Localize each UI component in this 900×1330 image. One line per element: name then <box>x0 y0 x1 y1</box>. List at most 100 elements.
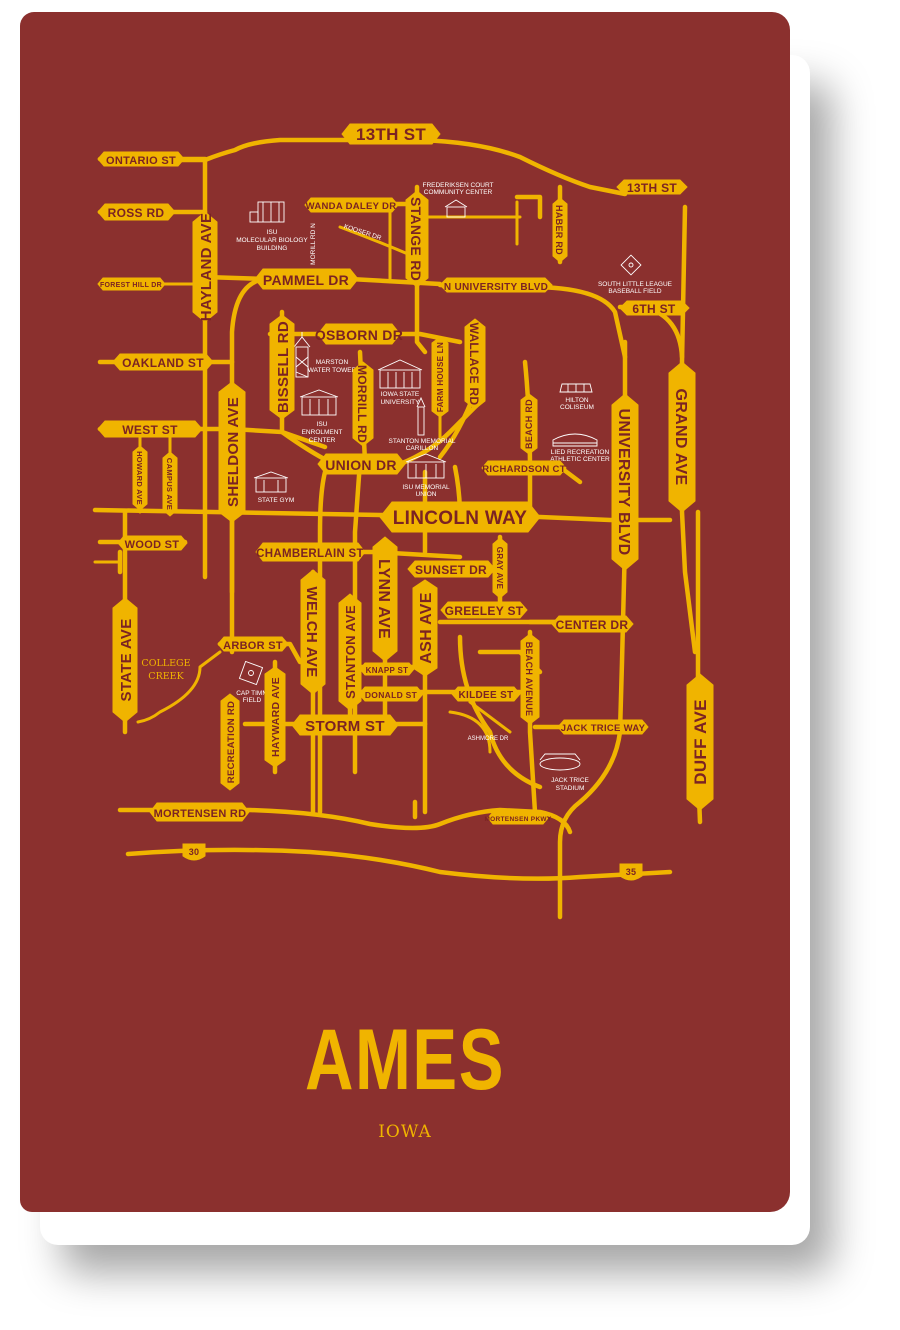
svg-text:MORTENSEN PKWY: MORTENSEN PKWY <box>484 816 551 823</box>
sign-hayland-ave: HAYLAND AVE <box>192 211 218 323</box>
cap-timm-field-icon <box>238 660 264 686</box>
sign-gray-ave: GRAY AVE <box>492 537 508 599</box>
carillon-icon <box>416 396 426 436</box>
street-signs: 13TH ST 13TH ST ONTARIO ST ROSS RD FORES… <box>97 123 714 881</box>
sign-recreation-rd: RECREATION RD <box>220 693 240 791</box>
sign-kildee-st: KILDEE ST <box>451 686 521 702</box>
svg-text:HAYWARD AVE: HAYWARD AVE <box>270 677 282 757</box>
sign-wood-st: WOOD ST <box>117 535 188 551</box>
highway-shield-35: 35 <box>619 863 643 881</box>
svg-text:WEST ST: WEST ST <box>122 423 178 437</box>
sign-hayward-ave: HAYWARD AVE <box>264 666 286 768</box>
carillon-label-2: CARILLON <box>406 445 439 452</box>
lied-recreation-icon <box>552 433 598 447</box>
city-title: AMES <box>304 1012 506 1108</box>
sign-grand-ave: GRAND AVE <box>668 361 696 513</box>
sign-center-dr: CENTER DR <box>551 615 634 633</box>
svg-text:HAYLAND AVE: HAYLAND AVE <box>198 213 215 322</box>
sign-union-dr: UNION DR <box>317 453 406 475</box>
svg-text:MORRILL RD: MORRILL RD <box>355 365 369 443</box>
svg-text:CAMPUS AVE: CAMPUS AVE <box>165 458 174 510</box>
sign-richardson-ct: RICHARDSON CT <box>481 460 567 476</box>
lied-label-1: LIED RECREATION <box>551 449 610 456</box>
frederiksen-court-icon <box>444 199 468 218</box>
sign-bissell-rd: BISSELL RD <box>269 314 295 420</box>
sign-sunset-dr: SUNSET DR <box>407 560 496 578</box>
molecular-label-3: BUILDING <box>257 245 288 252</box>
svg-text:WANDA DALEY DR: WANDA DALEY DR <box>306 201 397 212</box>
svg-text:GRAY AVE: GRAY AVE <box>495 547 504 590</box>
state-gym-label: STATE GYM <box>258 497 295 504</box>
isu-label-2: UNIVERSITY <box>380 399 420 406</box>
svg-text:CHAMBERLAIN ST: CHAMBERLAIN ST <box>256 548 364 560</box>
svg-text:GREELEY ST: GREELEY ST <box>445 604 524 618</box>
sign-lynn-ave: LYNN AVE <box>372 536 398 662</box>
memorial-union-label-1: ISU MEMORIAL <box>402 484 450 491</box>
landmark-icons <box>238 199 642 771</box>
sign-university-blvd: UNIVERSITY BLVD <box>611 393 639 571</box>
sign-pammel-dr: PAMMEL DR <box>254 268 359 290</box>
svg-text:JACK TRICE WAY: JACK TRICE WAY <box>561 723 646 734</box>
sign-6th-st: 6TH ST <box>619 300 690 316</box>
svg-text:PAMMEL DR: PAMMEL DR <box>263 272 349 288</box>
svg-text:RICHARDSON CT: RICHARDSON CT <box>482 464 566 475</box>
svg-text:OSBORN DR: OSBORN DR <box>315 327 403 343</box>
sign-farm-house-ln: FARM HOUSE LN <box>431 336 449 418</box>
svg-text:MORTENSEN RD: MORTENSEN RD <box>154 808 247 820</box>
lied-label-2: ATHLETIC CENTER <box>550 456 610 463</box>
svg-text:ROSS RD: ROSS RD <box>108 206 165 220</box>
marston-water-tower-icon <box>293 332 311 378</box>
hilton-label-2: COLISEUM <box>560 404 594 411</box>
svg-text:RECREATION RD: RECREATION RD <box>226 701 237 783</box>
svg-text:GRAND AVE: GRAND AVE <box>672 389 689 486</box>
cap-timm-label-1: CAP TIMM <box>236 690 268 697</box>
svg-text:STATE AVE: STATE AVE <box>118 619 135 702</box>
sign-ross-rd: ROSS RD <box>97 203 176 221</box>
college-creek-label-1: COLLEGE <box>141 658 190 669</box>
enrolment-label-2: ENROLMENT <box>302 429 343 436</box>
sign-13th-st: 13TH ST <box>341 123 441 145</box>
svg-text:FOREST HILL DR: FOREST HILL DR <box>100 282 162 289</box>
sign-13th-st-east: 13TH ST <box>616 179 688 195</box>
marston-label-2: WATER TOWER <box>308 367 357 374</box>
svg-text:LYNN AVE: LYNN AVE <box>375 559 392 639</box>
sign-howard-ave: HOWARD AVE <box>132 445 148 511</box>
isu-label-1: IOWA STATE <box>381 391 420 398</box>
sign-haber-rd: HABER RD <box>552 197 568 263</box>
sign-mortensen-pkwy: MORTENSEN PKWY <box>484 811 552 825</box>
svg-text:CENTER DR: CENTER DR <box>556 618 629 632</box>
baseball-field-icon <box>620 254 642 276</box>
svg-text:BISSELL RD: BISSELL RD <box>275 321 292 413</box>
sign-stange-rd: STANGE RD <box>405 190 429 288</box>
svg-text:SHELDON AVE: SHELDON AVE <box>225 397 242 507</box>
baseball-label-1: SOUTH LITTLE LEAGUE <box>598 281 673 288</box>
svg-text:SUNSET DR: SUNSET DR <box>415 563 487 577</box>
sign-chamberlain-st: CHAMBERLAIN ST <box>255 542 366 562</box>
sign-wanda-daley-dr: WANDA DALEY DR <box>304 197 399 213</box>
enrolment-label-1: ISU <box>317 421 328 428</box>
svg-text:STORM ST: STORM ST <box>305 718 385 735</box>
sign-stanton-ave: STANTON AVE <box>338 593 362 711</box>
hilton-label-1: HILTON <box>565 397 589 404</box>
svg-text:KILDEE ST: KILDEE ST <box>459 690 514 701</box>
cap-timm-label-2: FIELD <box>243 697 262 704</box>
sign-greeley-st: GREELEY ST <box>440 601 528 619</box>
sign-forest-hill-dr: FOREST HILL DR <box>97 277 166 291</box>
carillon-label-1: STANTON MEMORIAL <box>389 438 456 445</box>
enrolment-label-3: CENTER <box>309 437 336 444</box>
ashmore-dr-label: ASHMORE DR <box>468 736 509 742</box>
sign-campus-ave: CAMPUS AVE <box>162 451 178 517</box>
svg-text:FARM HOUSE LN: FARM HOUSE LN <box>436 342 445 412</box>
street-map: FREDERIKSEN COURT COMMUNITY CENTER ISU M… <box>92 123 714 920</box>
sign-duff-ave: DUFF AVE <box>686 673 714 811</box>
sign-beach-rd: BEACH RD <box>520 393 538 455</box>
frederiksen-label-1: FREDERIKSEN COURT <box>422 182 493 189</box>
svg-text:UNIVERSITY BLVD: UNIVERSITY BLVD <box>615 408 632 555</box>
baseball-label-2: BASEBALL FIELD <box>608 288 662 295</box>
stadium-label-2: STADIUM <box>556 785 585 792</box>
sign-state-ave: STATE AVE <box>112 597 138 723</box>
svg-text:DONALD ST: DONALD ST <box>365 690 418 700</box>
svg-text:MORILL RD N: MORILL RD N <box>310 223 317 265</box>
state-subtitle: IOWA <box>378 1122 432 1142</box>
sign-mortensen-rd: MORTENSEN RD <box>149 802 250 822</box>
